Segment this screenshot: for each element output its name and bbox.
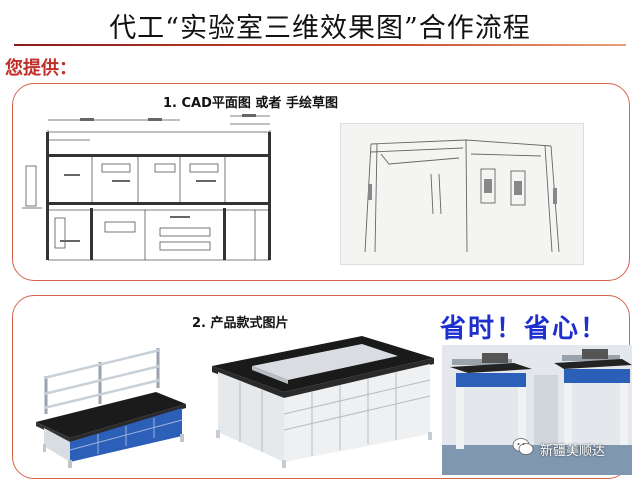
wall-bench-illustration	[36, 348, 186, 468]
title-underline	[14, 44, 626, 46]
real-bench-photo-drawing	[442, 345, 632, 475]
wechat-icon	[512, 436, 534, 458]
section-product-label: 2. 产品款式图片	[192, 316, 289, 331]
cad-floor-plan-drawing	[22, 114, 271, 261]
section-drawings-label: 1. CAD平面图 或者 手绘草图	[163, 96, 338, 111]
hand-sketch-image	[340, 123, 584, 265]
watermark-text: 新疆美顺达	[540, 444, 606, 459]
slogan-text: 省时！省心！	[440, 314, 609, 344]
provide-label: 您提供：	[5, 58, 77, 79]
wall-bench-render	[36, 342, 196, 470]
island-bench-render	[212, 336, 434, 470]
real-bench-photo	[442, 345, 632, 475]
island-bench-illustration	[212, 336, 434, 468]
page-title: 代工“实验室三维效果图”合作流程	[109, 13, 531, 44]
cad-floor-plan-image	[20, 110, 290, 270]
hand-sketch-drawing	[364, 139, 560, 253]
